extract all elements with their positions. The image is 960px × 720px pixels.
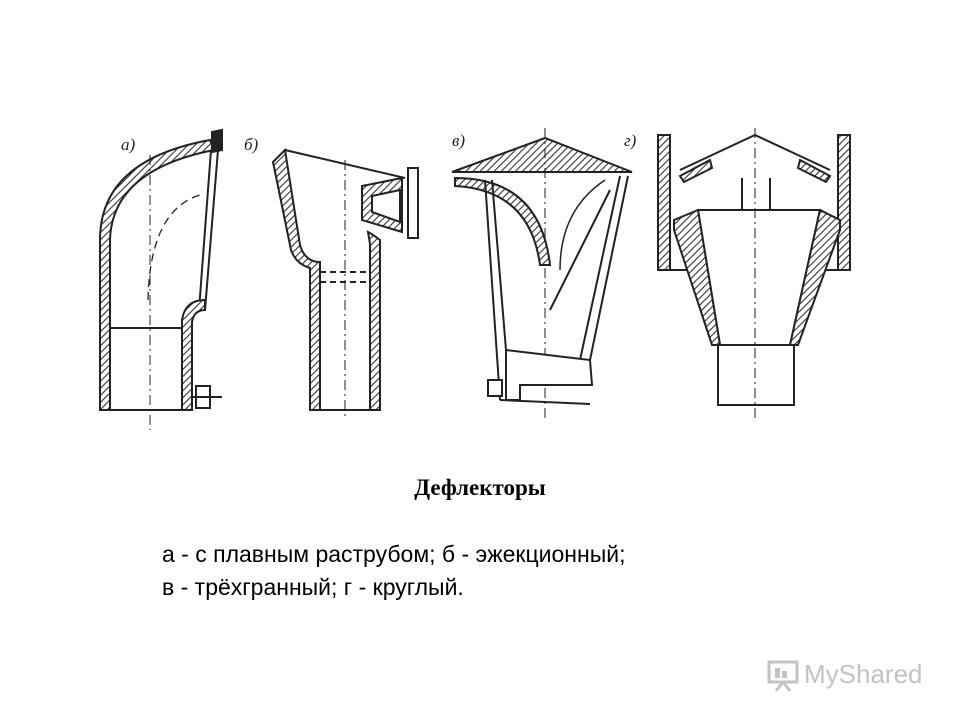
- caption-line-1: а - с плавным раструбом; б - эжекционный…: [162, 541, 626, 567]
- caption-line-2: в - трёхгранный; г - круглый.: [162, 574, 464, 600]
- figure-label-v: в): [452, 131, 465, 150]
- deflector-b-drawing: [271, 147, 419, 420]
- deflector-g-drawing: [657, 128, 851, 420]
- deflector-a-drawing: [99, 128, 223, 430]
- figure-title: Дефлекторы: [414, 475, 546, 500]
- figure-label-b: б): [244, 135, 259, 154]
- presentation-board-icon: [767, 660, 799, 692]
- deflector-v-drawing: [451, 128, 633, 420]
- figure-caption: а - с плавным раструбом; б - эжекционный…: [162, 538, 625, 604]
- watermark: MyShared: [766, 655, 926, 695]
- watermark-text: MyShared: [804, 659, 923, 689]
- figure-label-g: г): [624, 131, 637, 150]
- figure-label-a: а): [121, 135, 136, 154]
